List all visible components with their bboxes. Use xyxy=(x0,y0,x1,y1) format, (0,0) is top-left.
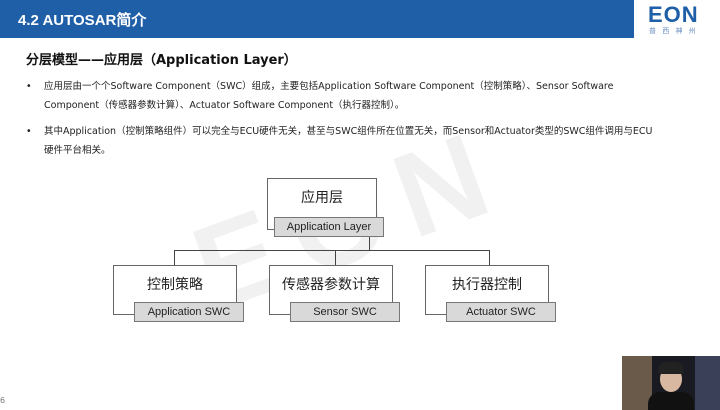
bullet-marker: • xyxy=(26,126,32,137)
node-label: 应用层 xyxy=(301,190,343,206)
node-label: 执行器控制 xyxy=(452,277,522,293)
bullet-text: 应用层由一个个Software Component（SWC）组成，主要包括App… xyxy=(44,81,614,111)
diagram-node-application-layer: 应用层 Application Layer xyxy=(267,178,384,237)
section-title: 分层模型——应用层（Application Layer） xyxy=(26,53,297,68)
logo-text: EON xyxy=(648,2,699,27)
connector-line xyxy=(489,250,490,265)
node-tag: Actuator SWC xyxy=(446,302,556,322)
connector-line xyxy=(174,250,490,251)
bullet-text: 其中Application（控制策略组件）可以完全与ECU硬件无关，甚至与SWC… xyxy=(44,126,653,156)
diagram-node-actuator: 执行器控制 Actuator SWC xyxy=(425,265,556,322)
bullet-item: • 其中Application（控制策略组件）可以完全与ECU硬件无关，甚至与S… xyxy=(26,122,656,160)
bullet-item: • 应用层由一个个Software Component（SWC）组成，主要包括A… xyxy=(26,77,656,115)
node-tag: Application SWC xyxy=(134,302,244,322)
diagram-node-control-strategy: 控制策略 Application SWC xyxy=(113,265,244,322)
connector-line xyxy=(335,250,336,265)
connector-line xyxy=(174,250,175,265)
logo-subtitle: 普 西 神 州 xyxy=(649,27,698,35)
slide-title: 4.2 AUTOSAR简介 xyxy=(18,12,147,29)
connector-line xyxy=(369,236,370,250)
company-logo: EON 普 西 神 州 xyxy=(634,0,720,38)
node-label: 控制策略 xyxy=(147,277,203,293)
node-label: 传感器参数计算 xyxy=(282,277,380,293)
node-tag: Application Layer xyxy=(274,217,384,237)
diagram-node-sensor: 传感器参数计算 Sensor SWC xyxy=(269,265,400,322)
node-tag: Sensor SWC xyxy=(290,302,400,322)
page-number: 6 xyxy=(0,396,6,405)
presenter-webcam xyxy=(622,356,720,410)
bullet-marker: • xyxy=(26,81,32,92)
slide-header: 4.2 AUTOSAR简介 xyxy=(0,0,720,38)
